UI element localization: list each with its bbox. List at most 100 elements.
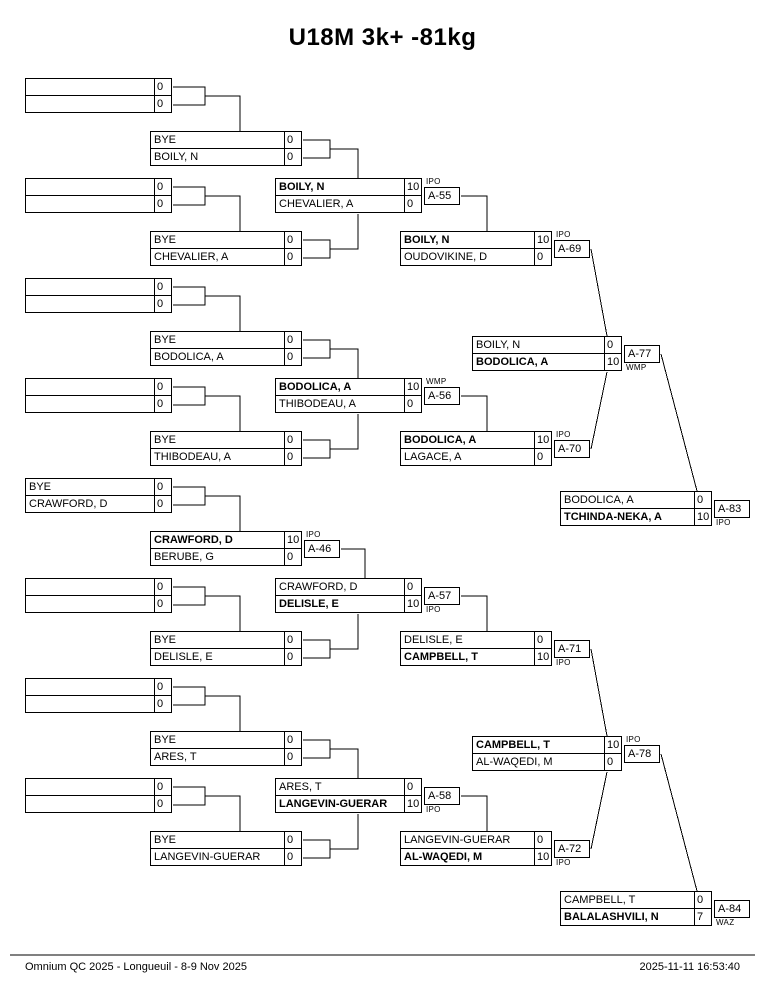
connector-line [205, 395, 241, 431]
score-cell: 0 [284, 748, 302, 766]
score-cell: 0 [284, 248, 302, 266]
score-cell: 0 [534, 631, 552, 649]
competitor-row: 0 [25, 78, 172, 96]
connector-line [461, 595, 488, 631]
score-cell: 0 [154, 495, 172, 513]
connector-line [590, 771, 608, 850]
competitor-name: ARES, T [275, 778, 405, 796]
connector-line [173, 86, 206, 106]
score-cell: 10 [284, 531, 302, 549]
competitor-name: CRAWFORD, D [150, 531, 285, 549]
competitor-name: BALALASHVILI, N [560, 908, 695, 926]
score-cell: 0 [154, 378, 172, 396]
score-cell: 0 [534, 248, 552, 266]
match-number-a-58: A-58 [424, 787, 460, 805]
connector-line [205, 595, 241, 631]
result-code: WAZ [716, 918, 735, 927]
connector-line [303, 839, 331, 859]
competitor-row: 0 [25, 595, 172, 613]
competitor-name: BERUBE, G [150, 548, 285, 566]
score-cell: 0 [404, 195, 422, 213]
score-cell: 0 [284, 331, 302, 349]
result-code: IPO [426, 605, 441, 614]
competitor-name: BYE [25, 478, 155, 496]
competitor-name: CAMPBELL, T [472, 736, 605, 754]
competitor-row: 0 [25, 678, 172, 696]
competitor-name [25, 195, 155, 213]
connector-line [173, 186, 206, 206]
competitor-name: BYE [150, 731, 285, 749]
match-number-a-69: A-69 [554, 240, 590, 258]
connector-line [303, 439, 331, 459]
competitor-name: BYE [150, 331, 285, 349]
result-code: IPO [626, 735, 641, 744]
connector-line [173, 286, 206, 306]
connector-line [205, 295, 241, 331]
competitor-name [25, 78, 155, 96]
competitor-row: 0 [25, 395, 172, 413]
result-code: IPO [556, 658, 571, 667]
score-cell: 0 [284, 431, 302, 449]
score-cell: 0 [404, 778, 422, 796]
result-code: WMP [626, 363, 647, 372]
match-number-a-55: A-55 [424, 187, 460, 205]
connector-line [303, 339, 331, 359]
score-cell: 0 [154, 195, 172, 213]
competitor-name: AL-WAQEDI, M [472, 753, 605, 771]
competitor-name [25, 595, 155, 613]
competitor-name: BODOLICA, A [150, 348, 285, 366]
match-number-a-46: A-46 [304, 540, 340, 558]
competitor-name: BOILY, N [150, 148, 285, 166]
match-number-a-84: A-84 [714, 900, 750, 918]
score-cell: 0 [284, 231, 302, 249]
connector-line [303, 739, 331, 759]
competitor-row: 0 [25, 795, 172, 813]
score-cell: 0 [154, 595, 172, 613]
competitor-name: LANGEVIN-GUERAR [400, 831, 535, 849]
competitor-name: CAMPBELL, T [560, 891, 695, 909]
connector-line [461, 395, 488, 431]
score-cell: 0 [154, 695, 172, 713]
score-cell: 0 [154, 295, 172, 313]
competitor-name: DELISLE, E [150, 648, 285, 666]
score-cell: 10 [404, 378, 422, 396]
score-cell: 10 [404, 178, 422, 196]
result-code: WMP [426, 377, 447, 386]
competitor-name: LANGEVIN-GUERAR [275, 795, 405, 813]
score-cell: 0 [694, 891, 712, 909]
connector-line [660, 753, 698, 892]
competitor-name: THIBODEAU, A [275, 395, 405, 413]
connector-line [660, 353, 698, 492]
connector-line [330, 214, 359, 250]
competitor-name: BYE [150, 131, 285, 149]
match-number-a-83: A-83 [714, 500, 750, 518]
connector-line [330, 748, 359, 778]
connector-line [590, 648, 608, 737]
score-cell: 0 [154, 395, 172, 413]
